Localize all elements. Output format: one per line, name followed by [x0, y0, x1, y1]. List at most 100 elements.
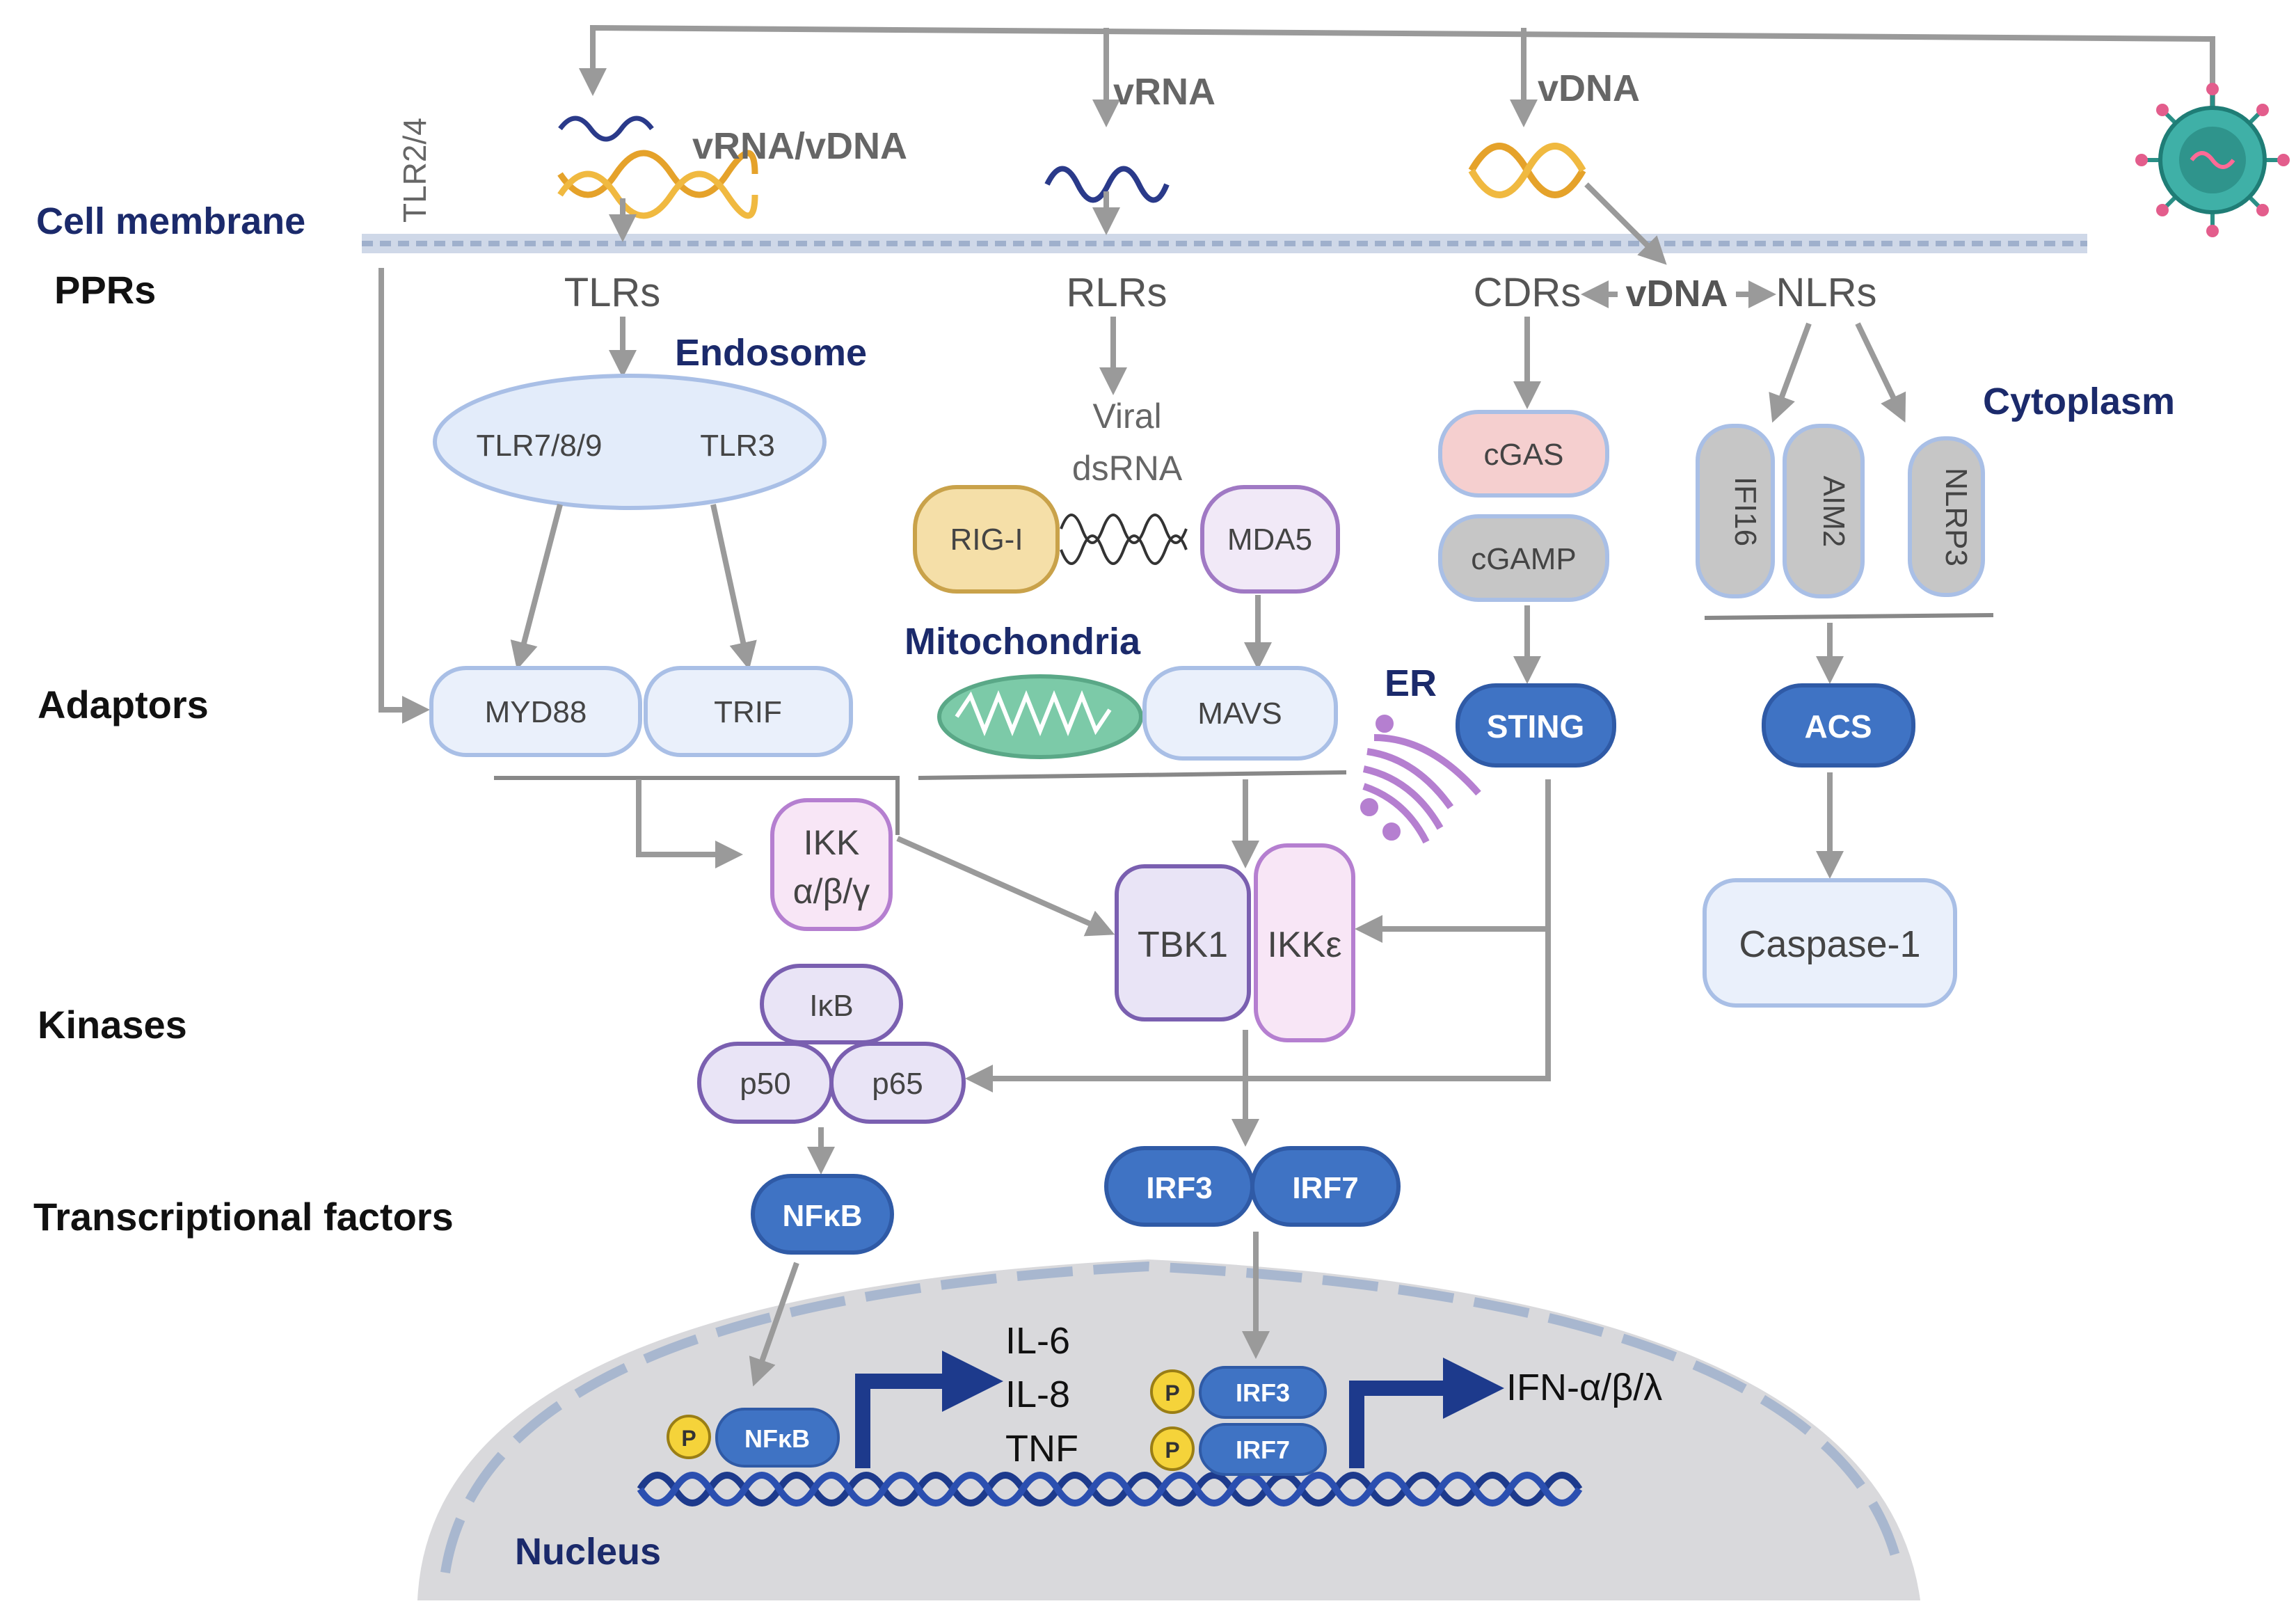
tlr789-label: TLR7/8/9 [477, 429, 603, 463]
cdrs-label: CDRs [1474, 270, 1581, 315]
virus-input-lines [579, 24, 2215, 132]
cell-membrane-label: Cell membrane [36, 200, 305, 242]
er-icon [1360, 715, 1481, 844]
promoter-arrow-right [1349, 1358, 1504, 1468]
svg-text:IFI16: IFI16 [1728, 477, 1762, 546]
adaptors-label: Adaptors [38, 683, 209, 726]
vrna-label: vRNA [1113, 71, 1215, 113]
nlr-divider [1704, 613, 1994, 620]
tlr24-label: TLR2/4 [397, 118, 433, 223]
cell-membrane [362, 234, 2087, 253]
myd88-node: MYD88 [429, 666, 642, 757]
caspase1-node: Caspase-1 [1703, 878, 1957, 1008]
viral-dsrna-icon [1060, 514, 1188, 565]
er-label: ER [1385, 662, 1437, 704]
irf3-p-badge: P [1150, 1369, 1195, 1414]
svg-text:RIG-I: RIG-I [950, 523, 1023, 557]
viral-label: Viral [1092, 397, 1161, 436]
svg-text:ACS: ACS [1804, 708, 1872, 745]
nlrp3-node: NLRP3 [1908, 436, 1985, 597]
vdna-label: vDNA [1538, 67, 1640, 109]
svg-text:IRF3: IRF3 [1146, 1171, 1212, 1205]
ppr-label: PPRs [54, 268, 156, 312]
endosome [433, 374, 827, 510]
il8-label: IL-8 [1005, 1374, 1070, 1415]
svg-text:IRF7: IRF7 [1236, 1436, 1290, 1464]
transcriptional-factors-label: Transcriptional factors [33, 1195, 454, 1239]
mavs-node: MAVS [1142, 666, 1338, 761]
aim2-node: AIM2 [1783, 424, 1865, 598]
svg-text:Caspase-1: Caspase-1 [1739, 923, 1920, 965]
nfkb-nuclear-node: NFκB [715, 1408, 840, 1468]
irf7-p-badge: P [1150, 1426, 1195, 1471]
svg-text:P: P [681, 1426, 696, 1451]
svg-text:IRF3: IRF3 [1236, 1378, 1290, 1407]
dna-icon-left [557, 150, 758, 219]
nfkb-node: NFκB [751, 1174, 894, 1255]
tnf-label: TNF [1005, 1428, 1078, 1470]
svg-text:NLRP3: NLRP3 [1939, 468, 1973, 566]
svg-text:MAVS: MAVS [1197, 697, 1282, 731]
sting-node: STING [1456, 683, 1616, 768]
nucleus-label: Nucleus [515, 1531, 661, 1573]
svg-text:MDA5: MDA5 [1227, 523, 1312, 557]
vrna-vdna-label: vRNA/vDNA [692, 125, 907, 167]
mito-divider [918, 770, 1347, 780]
svg-text:p65: p65 [872, 1067, 923, 1101]
svg-text:P: P [1165, 1438, 1179, 1463]
svg-text:IRF7: IRF7 [1292, 1171, 1358, 1205]
svg-text:cGAMP: cGAMP [1471, 542, 1577, 576]
svg-text:AIM2: AIM2 [1817, 476, 1851, 548]
dsrna-label: dsRNA [1072, 449, 1183, 488]
ikb-node: IκB [760, 964, 903, 1044]
p65-node: p65 [829, 1042, 966, 1124]
ifi16-node: IFI16 [1696, 424, 1775, 598]
tlr-adaptor-merge [494, 776, 900, 835]
kinases-label: Kinases [38, 1003, 187, 1047]
rlrs-label: RLRs [1066, 270, 1167, 315]
svg-text:MYD88: MYD88 [485, 695, 587, 729]
ikke-node: IKKε [1254, 843, 1355, 1042]
irf7-node: IRF7 [1250, 1146, 1401, 1227]
svg-text:TRIF: TRIF [714, 695, 782, 729]
svg-text:TBK1: TBK1 [1138, 925, 1228, 965]
ikk-node: IKK α/β/γ [770, 798, 893, 931]
cgas-node: cGAS [1438, 410, 1609, 498]
nfkb-p-badge: P [667, 1415, 711, 1459]
tlrs-label: TLRs [564, 270, 661, 315]
svg-text:NFκB: NFκB [744, 1424, 810, 1453]
svg-text:P: P [1165, 1381, 1179, 1406]
rna-icon-left [558, 116, 654, 142]
mitochondria-label: Mitochondria [904, 621, 1141, 662]
promoter-arrow-left [855, 1351, 1003, 1468]
nlrs-label: NLRs [1776, 270, 1876, 315]
cytoplasm-label: Cytoplasm [1983, 381, 2175, 422]
virus-icon [2135, 83, 2290, 237]
vdna-mid-label: vDNA [1625, 273, 1728, 315]
rna-icon-center [1044, 166, 1170, 203]
tbk1-node: TBK1 [1115, 864, 1251, 1021]
svg-text:cGAS: cGAS [1484, 438, 1564, 472]
irf3-node: IRF3 [1104, 1146, 1254, 1227]
irf3-nuclear-node: IRF3 [1199, 1366, 1327, 1419]
il6-label: IL-6 [1005, 1320, 1070, 1362]
svg-text:IκB: IκB [809, 989, 854, 1023]
tlr3-label: TLR3 [700, 429, 775, 463]
endosome-label: Endosome [675, 332, 867, 374]
rig-i-node: RIG-I [913, 485, 1060, 594]
svg-text:IKKε: IKKε [1268, 925, 1342, 965]
trif-node: TRIF [644, 666, 853, 757]
svg-text:α/β/γ: α/β/γ [793, 872, 870, 911]
svg-text:STING: STING [1487, 708, 1585, 745]
mitochondria-icon [937, 674, 1143, 759]
p50-node: p50 [697, 1042, 834, 1124]
cgamp-node: cGAMP [1438, 514, 1609, 602]
svg-text:NFκB: NFκB [783, 1199, 863, 1233]
irf7-nuclear-node: IRF7 [1199, 1423, 1327, 1476]
acs-node: ACS [1762, 683, 1915, 768]
dna-strand [637, 1472, 1583, 1506]
dna-icon-right [1468, 143, 1586, 198]
ifn-label: IFN-α/β/λ [1506, 1367, 1662, 1408]
svg-text:IKK: IKK [804, 823, 860, 862]
